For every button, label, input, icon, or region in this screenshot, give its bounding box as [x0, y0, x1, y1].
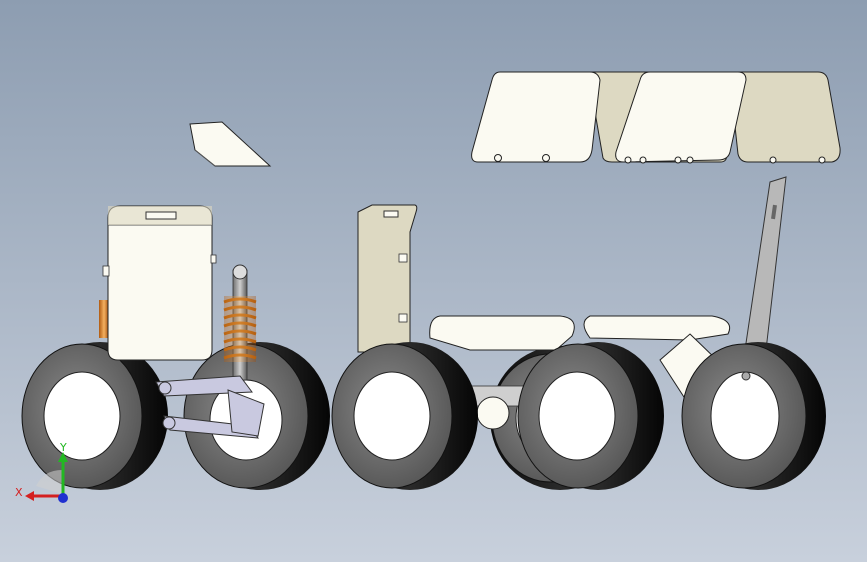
- wheel-mid-left[interactable]: [331, 342, 478, 490]
- solar-panel-2: [615, 71, 747, 163]
- solar-panel-1: [471, 71, 601, 163]
- sensor-wedge: [189, 121, 272, 167]
- coordinate-triad: [25, 452, 68, 503]
- wheel-front-left[interactable]: [21, 342, 168, 490]
- left-spring: [99, 300, 109, 338]
- triad-y-label: Y: [60, 441, 67, 454]
- rear-bracket: [357, 204, 418, 353]
- solar-panel-array: [471, 71, 841, 164]
- wheel-mid-right[interactable]: [517, 342, 664, 490]
- wheel-right[interactable]: [681, 342, 826, 490]
- solar-panel-4: [729, 71, 841, 163]
- shock-absorber: [223, 264, 257, 381]
- suspension-arms: [155, 375, 265, 439]
- mast-pivot: [741, 371, 751, 381]
- triad-x-label: X: [15, 486, 23, 499]
- electronics-box: [102, 205, 217, 361]
